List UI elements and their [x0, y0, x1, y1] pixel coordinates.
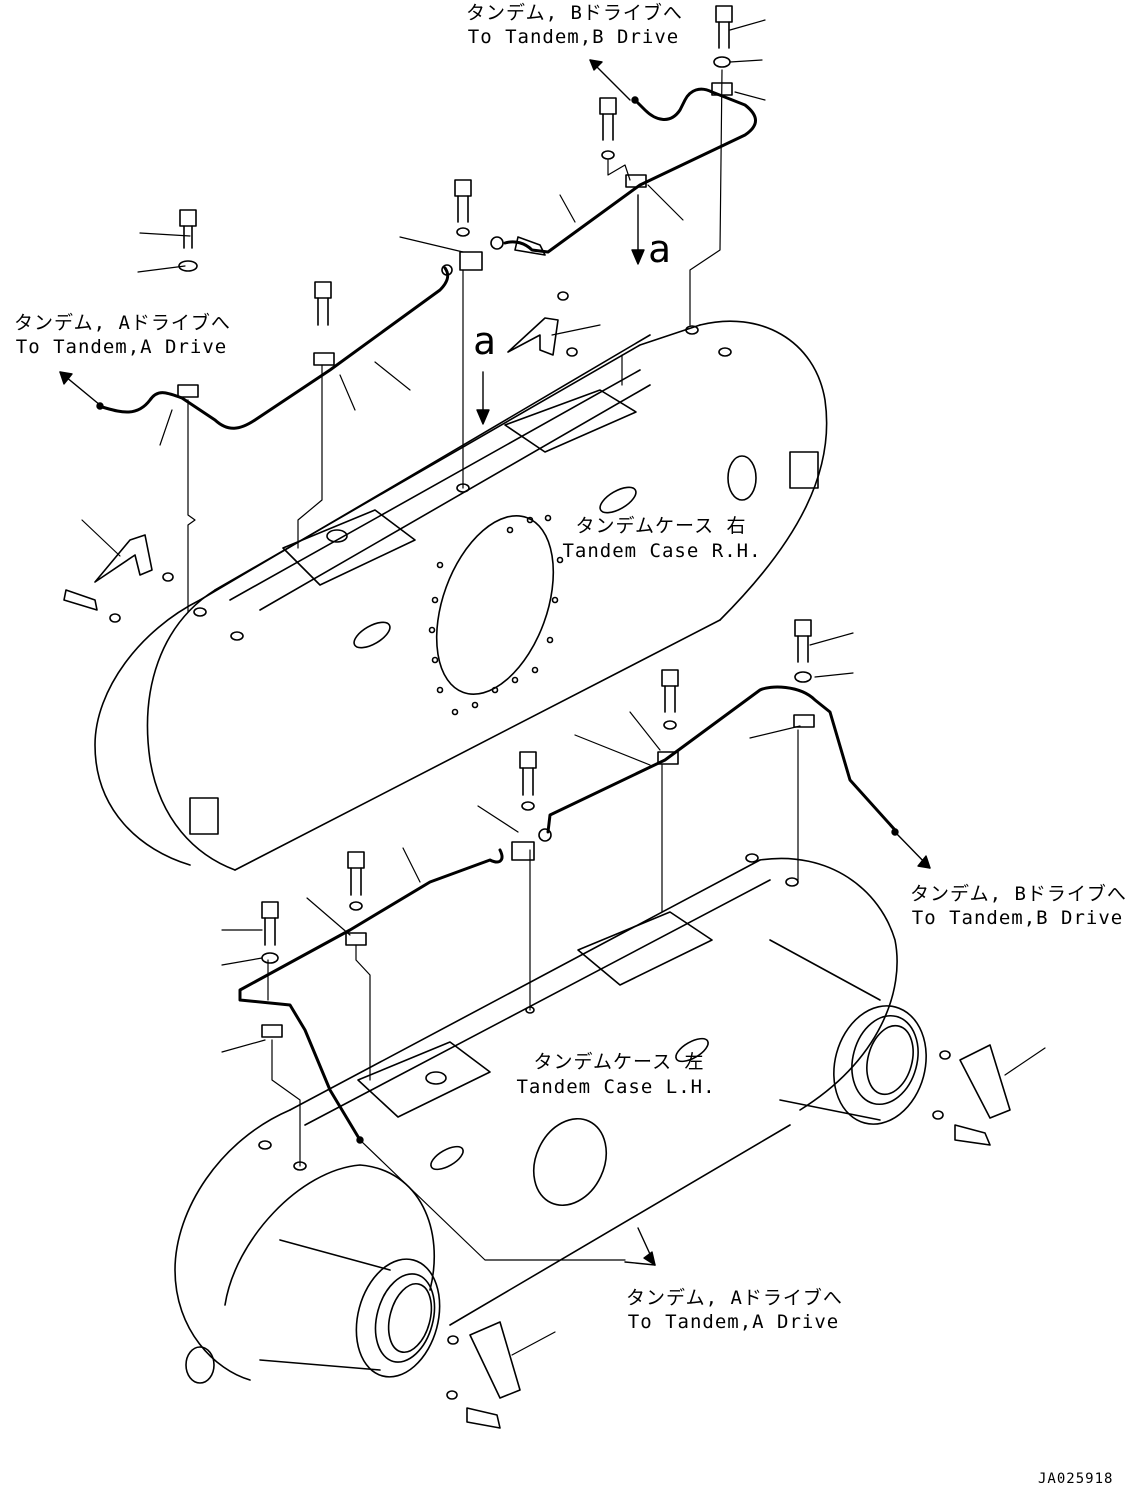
- union-fitting-upper: [459, 251, 483, 271]
- pipe-upper-b: [503, 87, 757, 254]
- label-b-drive-mid-jp: タンデム, Bドライブへ: [910, 883, 1127, 905]
- label-case-lh-en: Tandem Case L.H.: [516, 1076, 716, 1098]
- label-case-rh-en: Tandem Case R.H.: [562, 540, 762, 562]
- pipe-upper-a: [96, 266, 450, 430]
- pipe-lower-b: [546, 685, 897, 834]
- pipe-lower-a: [238, 848, 504, 1142]
- tandem-case-lh: [174, 853, 927, 1384]
- label-case-rh-jp: タンデムケース 右: [575, 515, 747, 537]
- label-a-drive-bot-jp: タンデム, Aドライブへ: [626, 1287, 843, 1309]
- leader-lines: [81, 19, 1046, 1356]
- brackets: [94, 317, 1011, 1399]
- direction-arrows: [59, 59, 931, 1266]
- view-marker-a-lower: a: [473, 319, 497, 363]
- label-a-drive-top-jp: タンデム, Aドライブへ: [14, 312, 231, 334]
- label-a-drive-bot-en: To Tandem,A Drive: [627, 1311, 840, 1333]
- label-a-drive-top-en: To Tandem,A Drive: [15, 336, 228, 358]
- tandem-case-rh: [94, 320, 828, 871]
- union-fitting-lower: [511, 841, 535, 861]
- label-case-lh-jp: タンデムケース 左: [533, 1051, 705, 1073]
- label-b-drive-top-jp: タンデム, Bドライブへ: [466, 2, 683, 24]
- view-marker-a-upper: a: [648, 227, 672, 271]
- label-b-drive-top-en: To Tandem,B Drive: [467, 26, 680, 48]
- drawing-id: JA025918: [1038, 1471, 1114, 1487]
- label-b-drive-mid-en: To Tandem,B Drive: [911, 907, 1124, 929]
- bolts-washers: [63, 5, 991, 1429]
